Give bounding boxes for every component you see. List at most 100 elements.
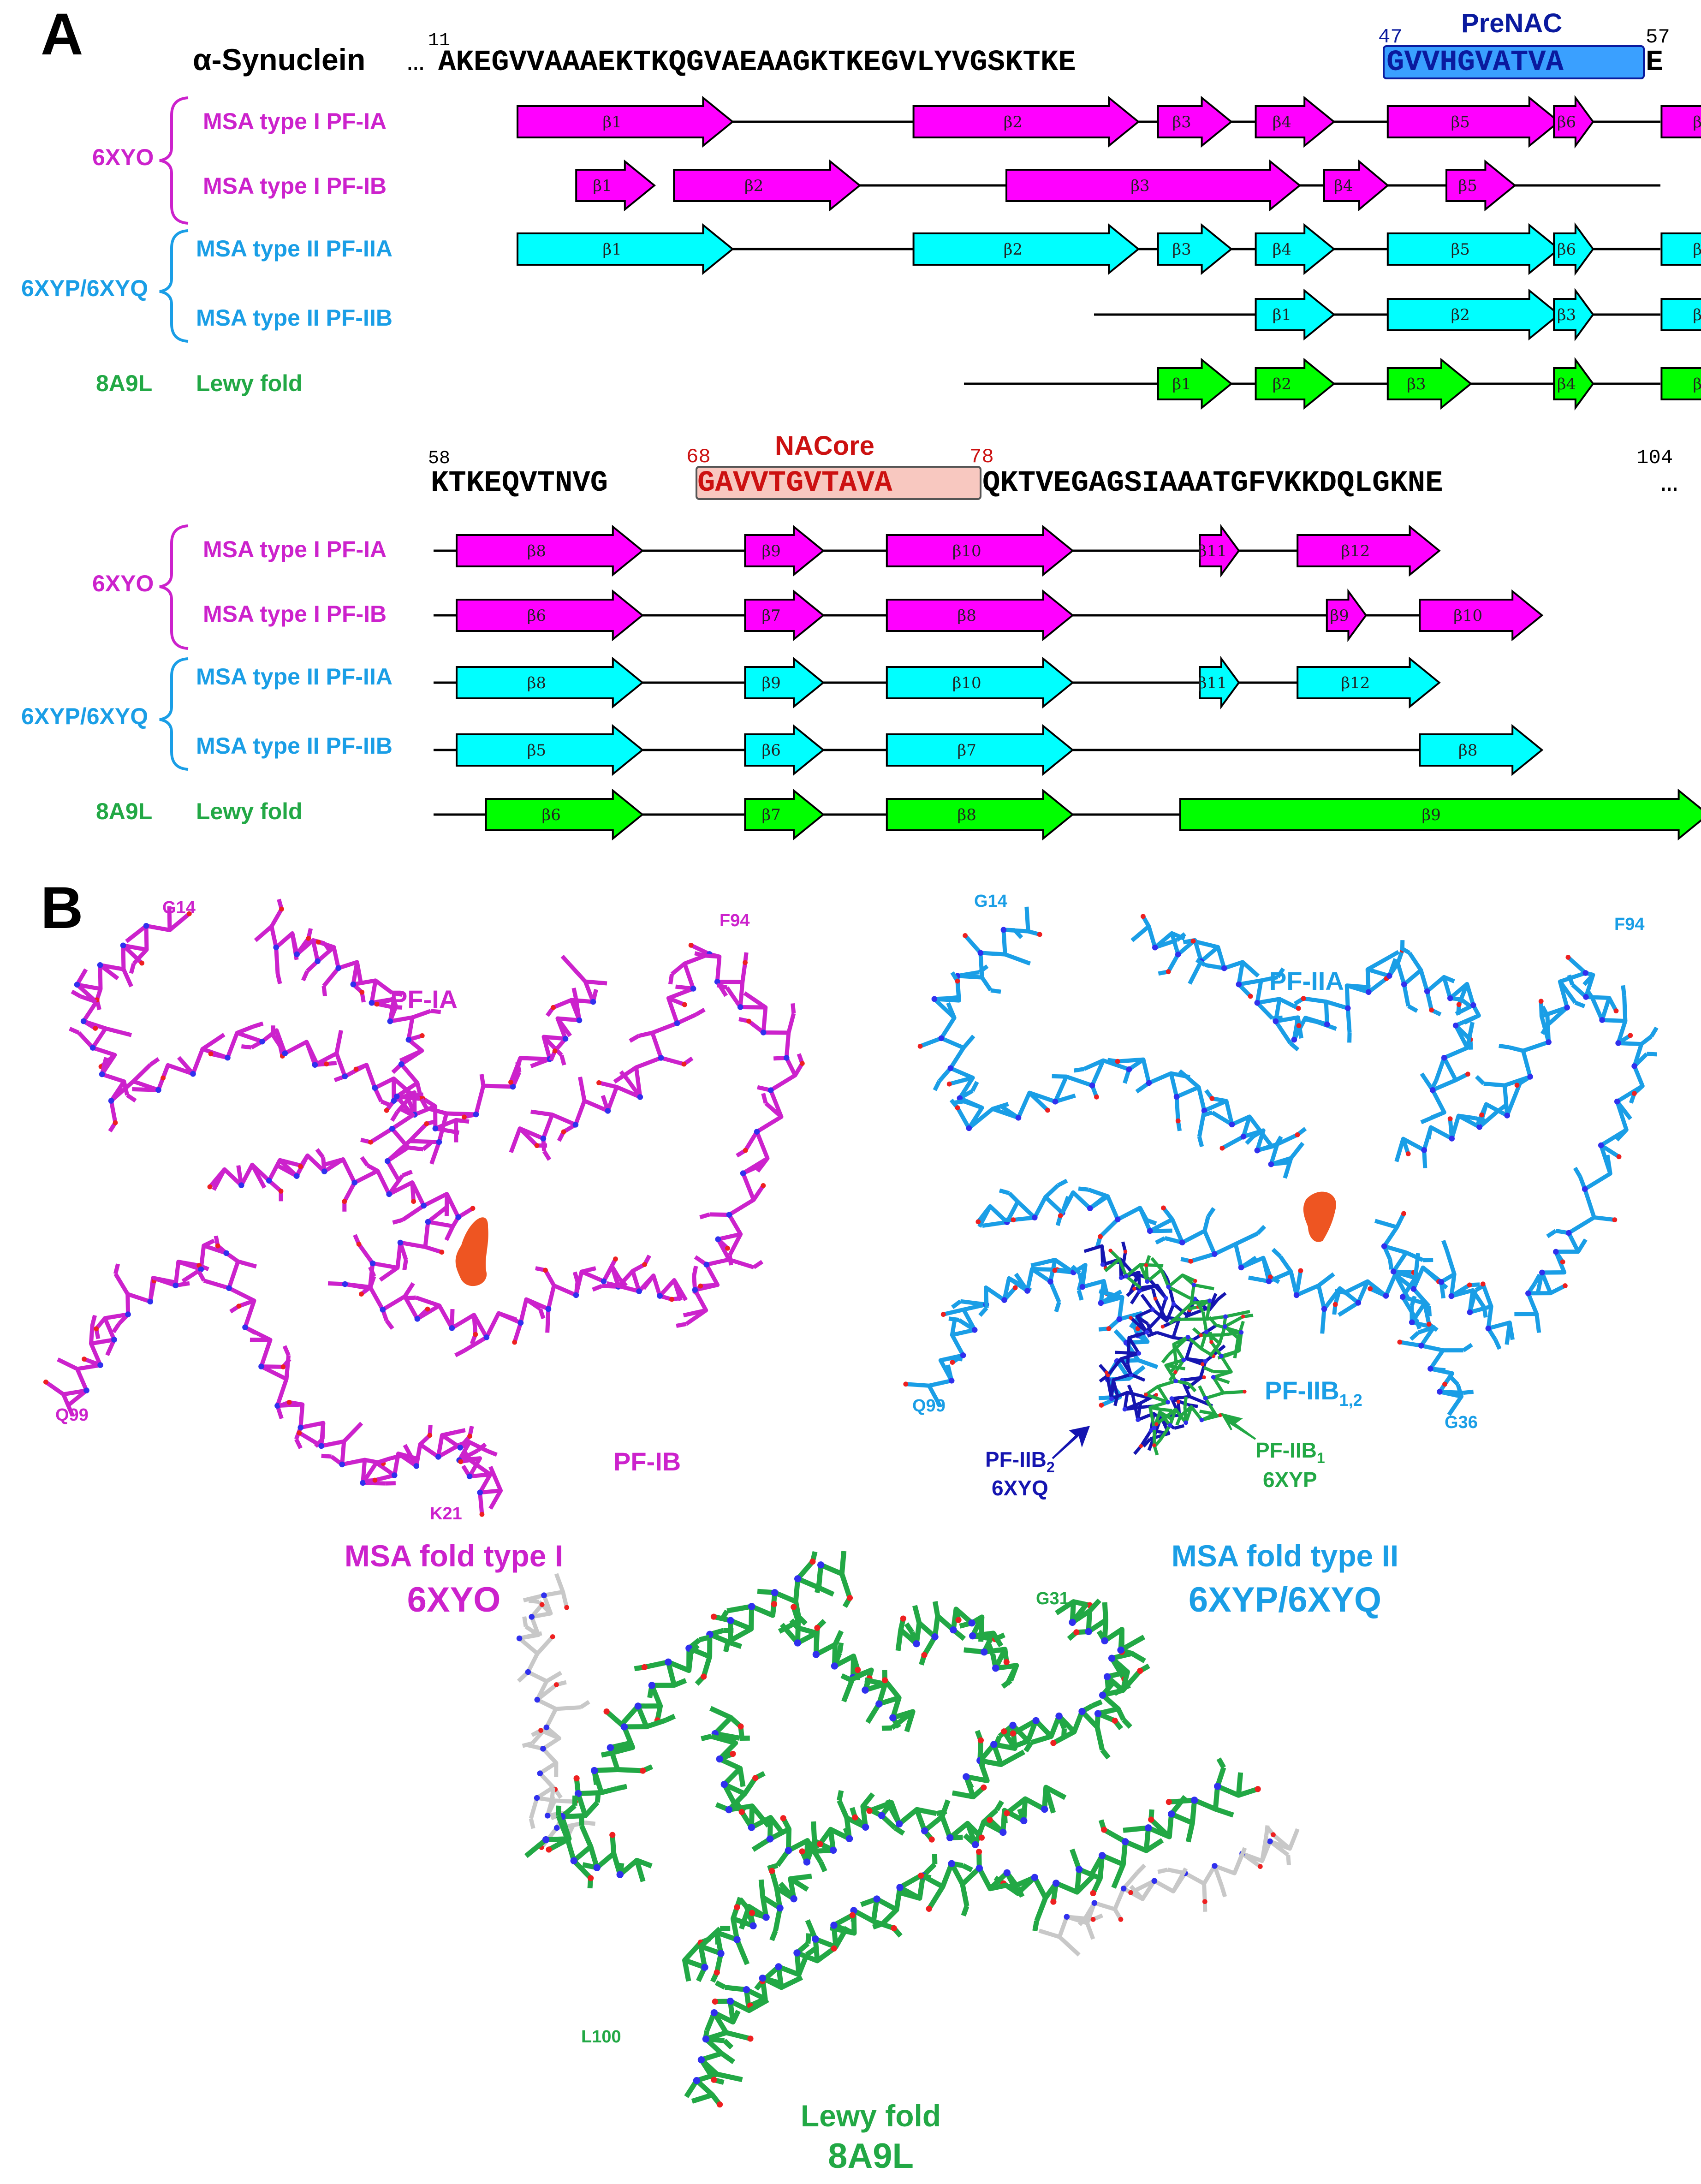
pf2b1-chain-n-atom bbox=[1166, 1400, 1171, 1404]
type2-chain-3-n-atom bbox=[1047, 1279, 1053, 1285]
type1-chain-1-n-atom bbox=[637, 1094, 643, 1100]
type1-chain-2-sidechain bbox=[403, 1282, 415, 1298]
lewy-chain-3-n-atom bbox=[1145, 1824, 1152, 1832]
pf2b1-chain-branch bbox=[1196, 1302, 1205, 1313]
pf2b2-chain-sidechain bbox=[1130, 1290, 1141, 1305]
lewy-chain-4-branch bbox=[738, 1897, 749, 1909]
type2-chain-1-sidechain bbox=[1605, 1154, 1612, 1174]
pf2b2-chain-o-atom bbox=[1153, 1297, 1158, 1301]
type2-chain-2-o-atom bbox=[1332, 1302, 1338, 1307]
pf2b2-chain-n-atom bbox=[1148, 1428, 1154, 1433]
type2-chain-5-sidechain bbox=[1422, 1303, 1431, 1325]
type1-chain-2-o-atom bbox=[439, 1250, 445, 1255]
type2-chain-1-sidechain bbox=[1545, 1015, 1551, 1042]
pf2b2-chain-sidechain bbox=[1130, 1316, 1148, 1334]
lewy-chain-0-sidechain bbox=[701, 1656, 712, 1678]
type2-chain-1-o-atom bbox=[1405, 1151, 1411, 1156]
lewy-gray-left-branch bbox=[522, 1616, 528, 1627]
row-pf-iib-bottom: MSA type II PF-IIB bbox=[196, 733, 393, 759]
lewy-chain-0-sidechain bbox=[636, 1858, 653, 1869]
type2-chain-2-sidechain bbox=[1248, 1275, 1269, 1284]
type2-chain-1-n-atom bbox=[1421, 1147, 1427, 1153]
lewy-gray-left-n-atom bbox=[543, 1724, 550, 1731]
label-pf-ib: PF-IB bbox=[613, 1447, 681, 1476]
type1-chain-0-o-atom bbox=[113, 1120, 118, 1125]
type2-chain-1-n-atom bbox=[1476, 1124, 1482, 1130]
type1-chain-2-n-atom bbox=[386, 1191, 392, 1197]
type1-chain-4-sidechain bbox=[408, 1122, 428, 1143]
type2-chain-4-n-atom bbox=[1452, 1022, 1459, 1029]
lewy-chain-2-n-atom bbox=[1078, 1708, 1086, 1715]
type2-chain-0-sidechain bbox=[955, 981, 961, 1001]
type2-chain-5-sidechain bbox=[1399, 1340, 1422, 1348]
type1-chain-4-sidechain bbox=[556, 1017, 572, 1037]
lewy-chain-5-o-atom bbox=[955, 1617, 962, 1623]
lewy-chain-0-sidechain bbox=[673, 1678, 687, 1688]
pf2b2-chain-sidechain bbox=[1184, 1377, 1201, 1391]
type2-chain-0-n-atom bbox=[947, 1065, 954, 1071]
type1-chain-1-sidechain bbox=[786, 1013, 796, 1034]
bottom-strand-label-0-1: β9 bbox=[762, 542, 781, 560]
type2-chain-5-n-atom bbox=[1381, 1243, 1387, 1250]
lewy-chain-0-o-atom bbox=[771, 1601, 778, 1607]
type2-chain-4-sidechain bbox=[1171, 931, 1185, 941]
seq2-residues-before: KTKEQVTNVG bbox=[431, 467, 608, 500]
lewy-gray-right-sidechain bbox=[1129, 1885, 1144, 1901]
type2-chain-4-sidechain bbox=[1457, 983, 1469, 1006]
lewy-chain-3-n-atom bbox=[743, 1986, 750, 1994]
type1-chain-1-n-atom bbox=[783, 1055, 790, 1061]
lewy-chain-2-n-atom bbox=[1085, 1628, 1092, 1636]
type1-chain-3-sidechain bbox=[298, 1431, 323, 1448]
lewy-chain-0-sidechain bbox=[524, 1838, 548, 1858]
bottom-strand-label-2-3: β11 bbox=[1198, 674, 1227, 692]
type1-chain-1-sidechain bbox=[728, 1233, 743, 1256]
type1-chain-2-o-atom bbox=[669, 1297, 674, 1302]
pf2b2-chain-branch bbox=[1174, 1424, 1185, 1430]
lewy-gray-left-sidechain bbox=[540, 1728, 560, 1740]
type1-chain-4-n-atom bbox=[393, 1093, 400, 1100]
lewy-gray-left-n-atom bbox=[516, 1635, 523, 1642]
type1-chain-0-n-atom bbox=[312, 1062, 318, 1068]
lewy-chain-3-branch bbox=[805, 1946, 817, 1957]
lewy-chain-5-o-atom bbox=[1003, 1659, 1010, 1666]
pf2b1-chain-branch bbox=[1175, 1415, 1183, 1426]
lewy-gray-right-sidechain bbox=[1260, 1835, 1269, 1862]
lewy-chain-1-o-atom bbox=[852, 1814, 858, 1821]
type2-chain-5-n-atom bbox=[1427, 1366, 1433, 1372]
lewy-gray-left-n-atom bbox=[544, 1812, 551, 1819]
lewy-chain-4-n-atom bbox=[701, 1964, 708, 1971]
type1-chain-0-n-atom bbox=[80, 1018, 87, 1024]
pf2b2-chain-n-atom bbox=[1163, 1296, 1168, 1301]
type2-chain-0-n-atom bbox=[1229, 1121, 1235, 1128]
type1-chain-1-o-atom bbox=[746, 1018, 751, 1024]
type1-chain-0-branch bbox=[69, 1027, 80, 1035]
lewy-gray-left-o-atom bbox=[550, 1634, 555, 1639]
type1-chain-0-sidechain bbox=[122, 1081, 130, 1096]
pf2b1-chain-branch bbox=[1172, 1317, 1182, 1322]
lewy-gray-left-n-atom bbox=[553, 1825, 560, 1831]
type1-chain-3-sidechain bbox=[57, 1357, 78, 1371]
lewy-chain-4-sidechain bbox=[758, 1879, 766, 1898]
type1-chain-3-sidechain bbox=[237, 1259, 257, 1269]
lewy-chain-0-branch bbox=[814, 1582, 822, 1594]
type1-chain-0-sidechain bbox=[80, 994, 97, 1004]
type1-chain-2-sidechain bbox=[525, 1297, 541, 1311]
type1-chain-0-sidechain bbox=[132, 1087, 159, 1092]
type1-chain-0-o-atom bbox=[139, 960, 145, 966]
lewy-chain-5-n-atom bbox=[950, 1626, 957, 1634]
type1-chain-3-o-atom bbox=[479, 1512, 485, 1517]
pf2b2-chain-n-atom bbox=[1137, 1288, 1142, 1293]
top-strand-2-3 bbox=[1255, 223, 1336, 275]
type1-chain-0-n-atom bbox=[155, 1087, 161, 1093]
type1-chain-3-n-atom bbox=[339, 1461, 345, 1468]
lewy-chain-0-o-atom bbox=[846, 1595, 853, 1601]
lewy-chain-0-sidechain bbox=[686, 1652, 694, 1671]
type2-chain-3-sidechain bbox=[905, 1382, 929, 1388]
type1-chain-0-sidechain bbox=[132, 948, 149, 965]
type2-chain-2-o-atom bbox=[1298, 1268, 1303, 1274]
pf2b1-chain-n-atom bbox=[1223, 1314, 1228, 1319]
type2-chain-4-n-atom bbox=[1344, 1005, 1351, 1012]
lewy-chain-3-branch bbox=[1216, 1757, 1226, 1769]
lewy-chain-2-o-atom bbox=[1050, 1740, 1057, 1746]
type1-chain-3-sidechain bbox=[284, 1355, 291, 1380]
